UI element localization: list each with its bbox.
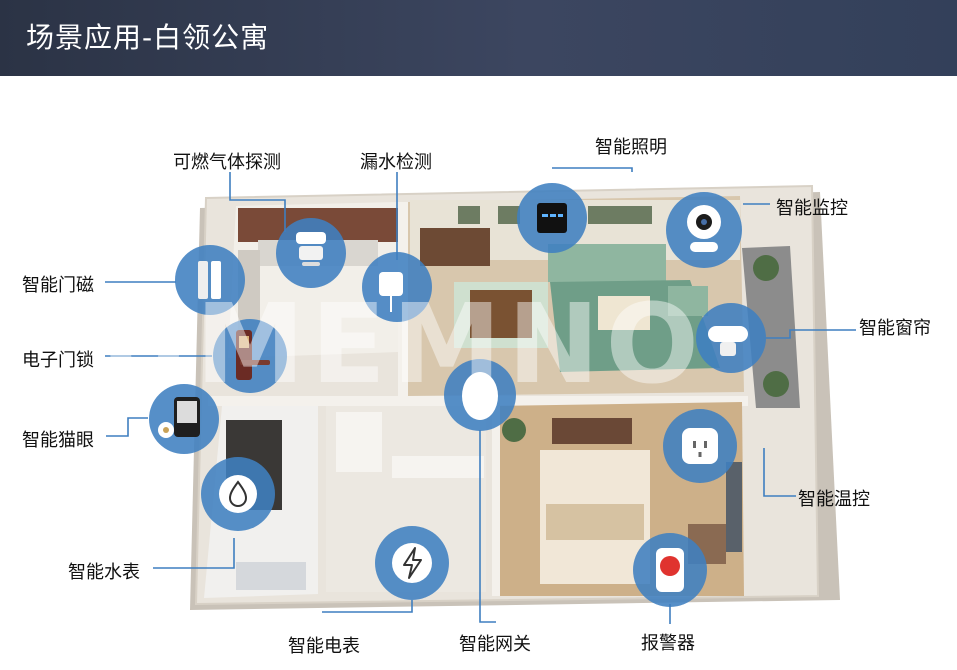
label-smart-thermostat: 智能温控 (798, 489, 870, 510)
leader-smart-peephole (106, 417, 148, 437)
leak-sensor-icon (379, 272, 403, 312)
wall-painting (588, 206, 652, 224)
watermark: UMEMNO (100, 280, 705, 408)
leader-smart-meter (322, 600, 413, 613)
dining-table (470, 290, 532, 338)
device-smart-lighting[interactable] (517, 183, 587, 253)
label-water-leak: 漏水检测 (360, 152, 432, 173)
gateway-icon (462, 372, 498, 420)
balcony-plant-1 (753, 255, 779, 281)
leader-smart-lighting (552, 167, 633, 172)
door-sensor-icon (198, 261, 221, 299)
bathtub (236, 562, 306, 590)
label-gas-detector: 可燃气体探测 (173, 152, 281, 173)
label-smart-curtain: 智能窗帘 (859, 318, 931, 339)
label-electronic-lock: 电子门锁 (22, 350, 94, 371)
wall-frame-2 (498, 206, 520, 224)
smoke-detector-icon (296, 232, 326, 266)
page-title: 场景应用-白领公寓 (26, 21, 270, 54)
device-gas-detector[interactable] (276, 218, 346, 288)
device-electronic-lock[interactable] (213, 319, 287, 393)
bedroom-tv (552, 418, 632, 444)
label-alarm: 报警器 (641, 633, 695, 654)
leader-smart-gateway (479, 430, 496, 623)
corridor-shelf (392, 456, 484, 478)
alarm-button-icon (656, 548, 684, 592)
laundry-machine (336, 412, 382, 472)
device-smart-gateway[interactable] (444, 359, 516, 431)
lightning-icon (392, 543, 432, 583)
bedroom-plant (502, 418, 526, 442)
leader-smart-curtain (766, 329, 856, 339)
label-door-sensor: 智能门磁 (22, 275, 94, 296)
device-smart-thermostat[interactable] (663, 409, 737, 483)
label-smart-peephole: 智能猫眼 (22, 430, 94, 451)
label-smart-gateway: 智能网关 (459, 634, 531, 655)
label-smart-monitor: 智能监控 (776, 198, 848, 219)
device-water-leak[interactable] (362, 252, 432, 322)
armchair (668, 286, 708, 316)
door-lock-icon (236, 330, 270, 380)
device-alarm[interactable] (633, 533, 707, 607)
device-smart-meter[interactable] (375, 526, 449, 600)
device-smart-monitor[interactable] (666, 192, 742, 268)
light-switch-icon (537, 203, 567, 233)
header-bar: 场景应用-白领公寓 (0, 0, 957, 76)
socket-icon (682, 428, 718, 464)
camera-icon (687, 205, 721, 252)
sofa (548, 244, 666, 282)
leader-gas-detector (229, 172, 286, 232)
label-smart-lighting: 智能照明 (595, 137, 667, 158)
label-smart-meter: 智能电表 (288, 636, 360, 657)
leader-lines (105, 167, 856, 624)
device-smart-peephole[interactable] (149, 384, 219, 454)
bedroom-window (726, 462, 742, 552)
label-smart-water-meter: 智能水表 (68, 562, 140, 583)
leader-smart-thermostat (763, 448, 796, 497)
sideboard (420, 228, 490, 266)
water-drop-icon (219, 475, 257, 513)
wall-frame-1 (458, 206, 480, 224)
bedroom-wall (492, 406, 500, 596)
bed-blanket (546, 504, 644, 540)
balcony (742, 246, 800, 408)
leader-smart-water-meter (153, 538, 235, 569)
coffee-table (598, 296, 650, 330)
curtain-motor-icon (708, 326, 748, 356)
peephole-icon (158, 397, 200, 438)
device-smart-water-meter[interactable] (201, 457, 275, 531)
device-smart-curtain[interactable] (696, 303, 766, 373)
balcony-plant-2 (763, 371, 789, 397)
device-door-sensor[interactable] (175, 245, 245, 315)
